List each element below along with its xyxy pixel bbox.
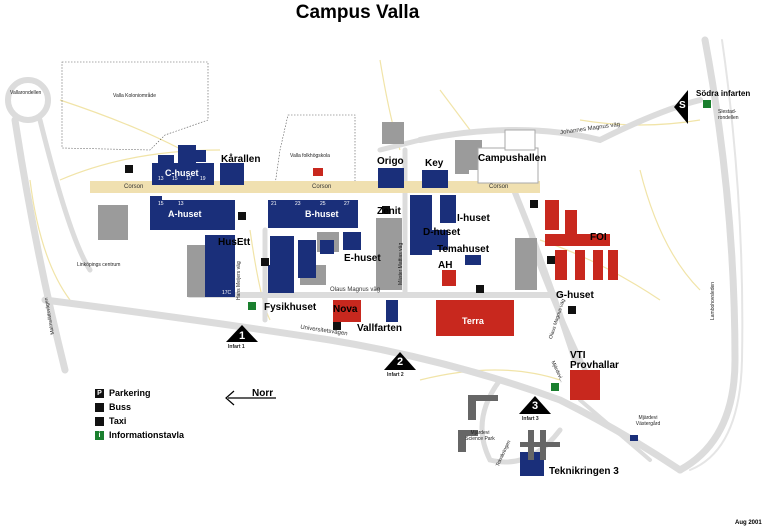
legend-taxi: Taxi	[95, 415, 126, 427]
b-number-25: 25	[320, 201, 326, 207]
road-corson-3: Corson	[489, 184, 509, 190]
label-c-huset: C-huset	[165, 168, 199, 178]
entrance-2-label: Infart 2	[387, 372, 404, 378]
label-husett: HusEtt	[218, 237, 251, 248]
map-icons	[125, 100, 711, 391]
legend-parking: P Parkering	[95, 387, 151, 399]
label-vallarondellen: Vallarondellen	[10, 90, 42, 96]
c-number-13: 13	[158, 176, 164, 182]
campushallen-outline	[477, 147, 539, 184]
a-number-15: 15	[158, 201, 164, 207]
label-vallfarten: Vallfarten	[357, 323, 403, 334]
legend-info: i Informationstavla	[95, 429, 184, 441]
entrance-sodra-infarten: Södra infarten	[696, 89, 751, 98]
road-master-mattias-vag: Mäster Mattias väg	[398, 242, 404, 285]
label-zenit: Zenit	[377, 206, 401, 217]
valla-koloniomrade-area	[61, 61, 209, 151]
north-arrow	[225, 390, 276, 406]
label-slestad-rondellen: Slestad-rondellen	[718, 109, 739, 121]
label-teknikringen-3: Teknikringen 3	[549, 466, 619, 477]
entrance-3-number: 3	[532, 400, 539, 412]
label-key: Key	[425, 158, 444, 169]
roads	[5, 36, 744, 474]
label-origo: Origo	[377, 156, 404, 167]
map-date: Aug 2001	[735, 520, 762, 526]
label-karallen: Kårallen	[221, 154, 261, 165]
legend-taxi-label: Taxi	[109, 416, 127, 426]
b-number-21: 21	[271, 201, 277, 207]
info-board-icon: i	[95, 430, 104, 440]
parking-icon: P	[95, 388, 104, 398]
label-nova: Nova	[333, 304, 358, 315]
label-a-huset: A-huset	[168, 209, 202, 219]
entrance-1-number: 1	[239, 330, 246, 342]
label-mjardevi-vastergard: Mjärdevi Västergård	[635, 415, 661, 427]
mjardevi-buildings	[458, 395, 560, 460]
label-provhallar: Provhallar	[570, 360, 619, 371]
label-foi: FOI	[590, 232, 607, 243]
legend-bus-label: Buss	[109, 402, 132, 412]
road-lambohovsleden: Lambohovsleden	[710, 281, 716, 320]
c-number-19: 19	[200, 176, 206, 182]
entrance-2-number: 2	[397, 356, 404, 368]
label-e-huset: E-huset	[344, 253, 381, 264]
bus-icon	[95, 402, 104, 412]
entrance-s-letter: S	[679, 100, 686, 111]
a-number-13: 13	[178, 201, 184, 207]
label-d-huset: D-huset	[423, 227, 461, 238]
road-hans-meijers-vag: Hans Meijers väg	[236, 261, 242, 300]
label-terra: Terra	[462, 316, 484, 326]
label-temahuset: Temahuset	[437, 244, 490, 255]
label-linkopings-centrum: Linköpings centrum	[77, 262, 121, 268]
university-buildings	[150, 145, 638, 476]
sports-field	[504, 129, 536, 151]
other-buildings	[313, 168, 618, 400]
label-mjardevi-science-park: Mjärdevi Science Park	[465, 430, 495, 442]
taxi-icon	[95, 416, 104, 426]
road-corson-1: Corson	[124, 184, 144, 190]
road-olaus-magnus-vag: Olaus Magnus väg	[330, 287, 381, 293]
entrance-markers	[226, 90, 688, 414]
label-campushallen: Campushallen	[478, 153, 547, 164]
label-i-huset: I-huset	[457, 213, 490, 224]
label-valla-koloniomrade: Valla Koloniområde	[113, 93, 156, 99]
legend-bus: Buss	[95, 401, 131, 413]
c-number-15: 15	[172, 176, 178, 182]
b-number-27: 27	[344, 201, 350, 207]
label-vti: VTI	[570, 350, 586, 361]
legend-parking-label: Parkering	[109, 388, 151, 398]
label-g-huset: G-huset	[556, 290, 594, 301]
label-valla-folkhogskola: Valla folkhögskola	[290, 153, 330, 159]
b-number-23: 23	[295, 201, 301, 207]
road-corson-2: Corson	[312, 184, 332, 190]
legend-info-label: Informationstavla	[109, 430, 185, 440]
label-fysikhuset: Fysikhuset	[264, 302, 317, 313]
entrance-1-label: Infart 1	[228, 344, 245, 350]
north-label: Norr	[252, 388, 274, 399]
label-b-huset: B-huset	[305, 209, 339, 219]
map-title: Campus Valla	[295, 2, 420, 23]
husett-code: 17C	[222, 290, 232, 296]
c-number-17: 17	[186, 176, 192, 182]
entrance-3-label: Infart 3	[522, 416, 539, 422]
label-ah: AH	[438, 260, 453, 271]
